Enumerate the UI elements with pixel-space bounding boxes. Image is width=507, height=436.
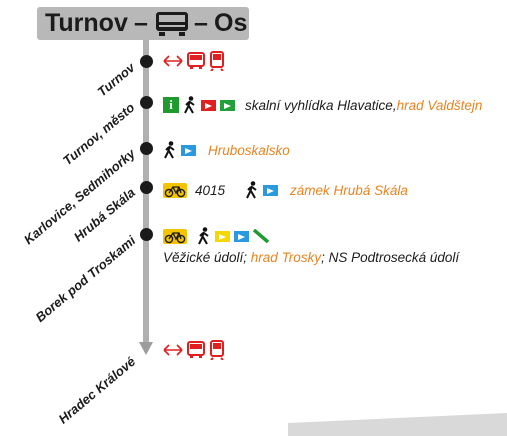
- train-icon: [210, 340, 224, 360]
- decorative-shape: [288, 413, 507, 436]
- stop-info-text: Věžické údolí;: [163, 250, 251, 265]
- header-to: Os: [214, 9, 248, 37]
- stop-dot: [140, 142, 153, 155]
- green-trail-icon: [220, 99, 235, 111]
- transfer-icons: [163, 51, 225, 71]
- blue-trail-icon: [181, 144, 196, 156]
- route-end-arrow: [139, 342, 153, 355]
- bike-icon: [163, 228, 187, 244]
- stop-name: Borek pod Troskami: [32, 232, 138, 325]
- blue-trail-icon: [234, 230, 249, 242]
- red-trail-icon: [201, 99, 216, 111]
- hiker-icon: [164, 141, 175, 159]
- hiker-icon: [246, 181, 257, 199]
- yellow-trail-icon: [215, 230, 230, 242]
- stop-name: Turnov: [94, 59, 138, 100]
- stop-dot: [140, 228, 153, 241]
- transfer-icons: [163, 340, 225, 360]
- bus-icon: [187, 341, 205, 358]
- bike-icon: [163, 182, 187, 198]
- stop-info-link: hrad Trosky: [250, 250, 322, 265]
- transfer-arrow-icon: [163, 344, 183, 356]
- blue-trail-icon: [263, 184, 279, 196]
- header-from: Turnov: [45, 9, 128, 37]
- stop-info-row: 4015 zámek Hrubá Skála: [163, 181, 408, 199]
- educational-trail-icon: [253, 229, 269, 243]
- header-dash-2: –: [194, 9, 208, 37]
- header-dash-1: –: [134, 9, 148, 37]
- hiker-icon: [184, 96, 195, 114]
- bike-route-number: 4015: [195, 182, 226, 198]
- stop-dot: [140, 55, 153, 68]
- stop-info-row: [163, 227, 269, 245]
- info-icon: i: [163, 97, 179, 113]
- train-icon: [210, 51, 224, 71]
- stop-info-row: Hruboskalsko: [163, 141, 290, 159]
- bus-icon: [156, 12, 188, 36]
- stop-dot: [140, 96, 153, 109]
- stop-info-text: skalní vyhlídka Hlavatice,: [245, 97, 397, 113]
- stop-name: Hradec Králové: [55, 353, 138, 427]
- stop-info-link: zámek Hrubá Skála: [290, 182, 408, 198]
- route-header: Turnov – – Os: [37, 7, 249, 40]
- bus-icon: [187, 52, 205, 69]
- stop-info-line: Věžické údolí; hrad Trosky; NS Podtrosec…: [163, 250, 459, 265]
- transfer-arrow-icon: [163, 55, 183, 67]
- stop-info-row: i skalní vyhlídka Hlavatice, hrad Valdšt…: [163, 96, 482, 114]
- stop-info-text: ; NS Podtrosecká údolí: [321, 250, 460, 265]
- stop-dot: [140, 181, 153, 194]
- stop-info-link: hrad Valdštejn: [396, 97, 483, 113]
- hiker-icon: [198, 227, 209, 245]
- stop-info-link: Hruboskalsko: [208, 142, 290, 158]
